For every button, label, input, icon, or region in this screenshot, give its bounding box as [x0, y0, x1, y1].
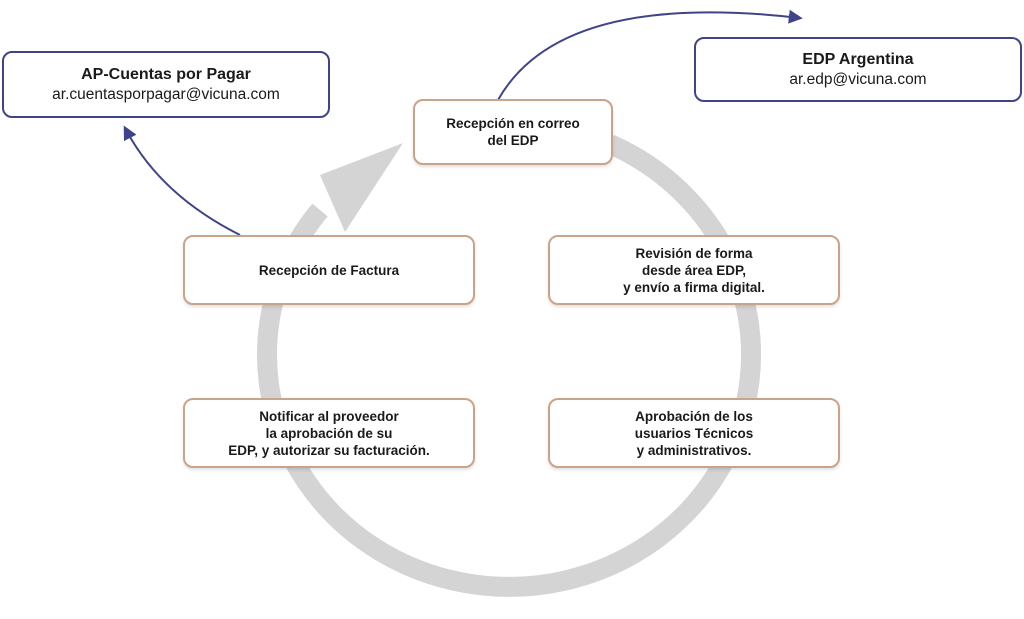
step-text-line: del EDP — [487, 133, 539, 148]
step-revision-forma: Revisión de forma desde área EDP, y enví… — [548, 235, 840, 305]
ap-contact-title: AP-Cuentas por Pagar — [81, 65, 251, 83]
step-text-line: EDP, y autorizar su facturación. — [228, 442, 430, 458]
step-recepcion-factura: Recepción de Factura — [183, 235, 475, 305]
step-notificar: Notificar al proveedor la aprobación de … — [183, 398, 475, 468]
step-text-line: la aprobación de su — [265, 425, 393, 441]
arrow-to-edp — [497, 9, 803, 101]
step-text-line: Aprobación de los — [635, 408, 753, 424]
step-aprobacion: Aprobación de los usuarios Técnicos y ad… — [548, 398, 840, 468]
step-text-line: Recepción en correo — [446, 116, 580, 131]
step-text-line: Notificar al proveedor — [259, 408, 399, 424]
step-text-line: Revisión de forma — [635, 245, 753, 261]
arrow-to-ap — [123, 125, 241, 236]
step-text-line: desde área EDP, — [641, 262, 747, 278]
edp-contact-title: EDP Argentina — [802, 50, 914, 68]
step-text-line: y envío a firma digital. — [623, 279, 765, 295]
edp-contact-email: ar.edp@vicuna.com — [789, 70, 927, 88]
edp-contact-box: EDP Argentina ar.edp@vicuna.com — [694, 37, 1022, 102]
step-text-line: y administrativos. — [636, 442, 752, 458]
ap-contact-email: ar.cuentasporpagar@vicuna.com — [52, 85, 280, 103]
step-recepcion-correo: Recepción en correo del EDP — [413, 99, 613, 165]
step-text-line: Recepción de Factura — [258, 262, 400, 278]
cycle-arrowhead — [320, 143, 403, 232]
ap-contact-box: AP-Cuentas por Pagar ar.cuentasporpagar@… — [2, 51, 330, 118]
step-text-line: usuarios Técnicos — [634, 425, 754, 441]
